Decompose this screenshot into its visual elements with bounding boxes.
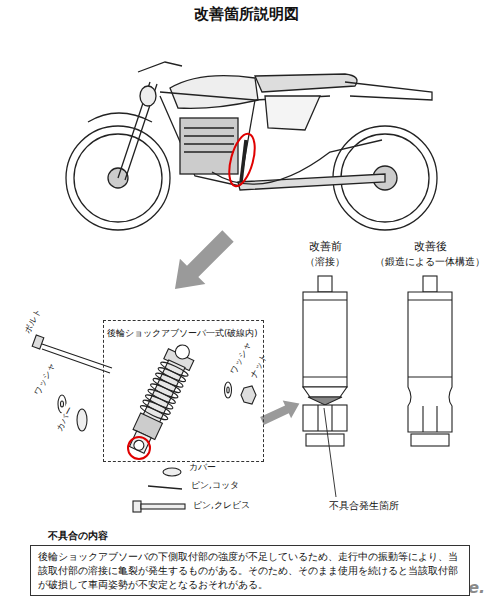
before-part <box>303 300 347 377</box>
motorcycle <box>138 62 182 72</box>
pin <box>148 486 182 489</box>
part-label: ワッシャ <box>31 360 58 398</box>
cover <box>163 468 181 476</box>
washer <box>227 387 229 393</box>
motorcycle <box>212 140 382 184</box>
washer <box>61 401 64 407</box>
spring-coil <box>154 371 184 389</box>
spring-coil <box>149 382 179 400</box>
header-label: 改善前 <box>308 240 343 253</box>
spring-coil <box>144 393 174 411</box>
panel-body: 後輪ショックアブソーバの下側取付部の強度が不足しているため、走行中の振動等により… <box>38 550 462 591</box>
gray-arrow <box>162 223 240 301</box>
motorcycle <box>184 128 234 152</box>
header-label: 改善後 <box>413 240 448 253</box>
motorcycle <box>66 62 437 230</box>
motorcycle <box>140 86 156 106</box>
motorcycle <box>345 82 432 100</box>
after-part <box>408 292 452 432</box>
washer <box>225 382 232 398</box>
callout-label: 不具合発生箇所 <box>328 500 400 512</box>
shock-absorber <box>132 439 145 452</box>
spring-coil <box>142 398 172 416</box>
before-part <box>303 276 347 446</box>
motorcycle <box>170 76 258 109</box>
panel-heading: 不具合の内容 <box>48 530 470 542</box>
spring-coil <box>160 360 190 378</box>
pin <box>133 501 141 512</box>
after-part <box>408 300 452 432</box>
part-label: ボルト <box>21 306 44 336</box>
motorcycle <box>88 113 152 122</box>
part-label: ナット <box>247 351 270 381</box>
part-label: ピン,クレビス <box>192 500 251 510</box>
gray-arrow <box>258 395 304 430</box>
shock-absorber <box>139 360 189 422</box>
note-panel: 不具合の内容後輪ショックアブソーバの下側取付部の強度が不足しているため、走行中の… <box>30 530 470 596</box>
spring-coil <box>157 366 187 384</box>
pin <box>133 486 185 512</box>
shock-absorber <box>173 343 192 362</box>
washer <box>58 382 232 413</box>
motorcycle <box>118 82 157 180</box>
leader-line <box>324 408 336 497</box>
panel-border: 後輪ショックアブソーバの下側取付部の強度が不足しているため、走行中の振動等により… <box>30 545 470 596</box>
motorcycle <box>238 174 385 190</box>
spring-coil <box>152 376 182 394</box>
dashed-region: 後輪ショックアブソーバ一式(破線内) <box>103 320 264 462</box>
after-part <box>411 434 449 446</box>
before-part <box>303 292 347 387</box>
part-label: カバー <box>53 404 76 434</box>
header-label: （鍛造による一体構造） <box>374 256 486 268</box>
cover <box>77 409 181 476</box>
motorcycle <box>241 140 246 182</box>
bolt <box>32 335 44 349</box>
header-label: （溶接） <box>304 256 346 268</box>
motorcycle <box>265 96 320 130</box>
motorcycle <box>224 131 259 189</box>
part-label: カバー <box>188 462 217 472</box>
part-label: ピン,コッタ <box>190 480 240 490</box>
after-part <box>423 276 437 292</box>
defect-circle <box>128 437 150 459</box>
before-part <box>318 276 332 292</box>
pin <box>141 504 185 509</box>
motorcycle <box>255 74 357 92</box>
nut <box>241 386 256 404</box>
region-label: 後輪ショックアブソーバ一式(破線内) <box>107 328 258 338</box>
gray-arrow <box>162 223 240 301</box>
diagram-title: 改善箇所説明図 <box>194 5 299 23</box>
before-part <box>306 434 344 446</box>
motorcycle <box>160 92 330 186</box>
nut <box>241 386 256 404</box>
after-part <box>408 276 452 446</box>
cover <box>77 409 87 431</box>
before-part <box>308 397 342 405</box>
gray-arrow <box>258 395 304 430</box>
spring-coil <box>147 387 177 405</box>
before-part <box>303 387 347 397</box>
